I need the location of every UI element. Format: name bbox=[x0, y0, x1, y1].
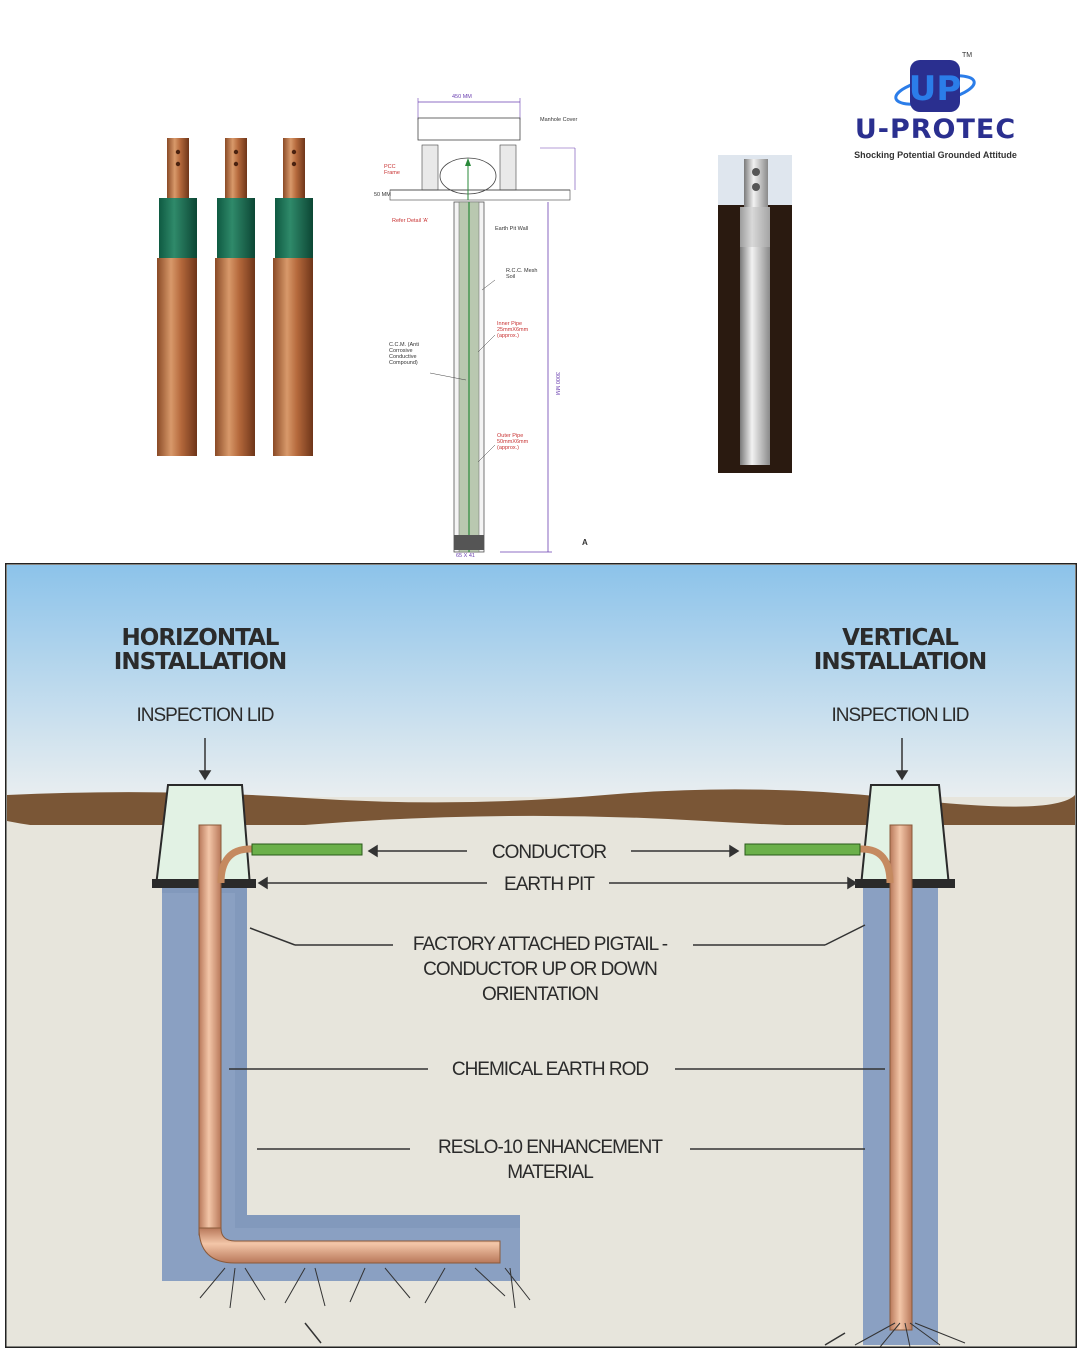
horizontal-title-2: INSTALLATION bbox=[113, 649, 287, 675]
ground-dim-label: 50 MM bbox=[374, 192, 391, 198]
earth-pit-technical-drawing bbox=[389, 98, 576, 553]
horizontal-title-1: HORIZONTAL bbox=[121, 625, 280, 651]
chemical-earth-rod-label: CHEMICAL EARTH ROD bbox=[451, 1059, 649, 1080]
pigtail-label-line-2: CONDUCTOR UP OR DOWN bbox=[423, 959, 658, 980]
pigtail-label-line-3: ORIENTATION bbox=[481, 984, 599, 1005]
copper-rod-2 bbox=[215, 138, 255, 456]
up-logo-mark-icon: UP bbox=[894, 60, 976, 112]
u-protec-logo: UP TM U-PROTEC Shocking Potential Ground… bbox=[828, 52, 1043, 167]
earth-pit-label: EARTH PIT bbox=[504, 874, 595, 895]
inner-pipe-label: Inner Pipe 25mmX6mm (approx.) bbox=[497, 321, 529, 339]
copper-rods-photo bbox=[157, 138, 313, 456]
pigtail-label-line-1: FACTORY ATTACHED PIGTAIL - bbox=[412, 934, 668, 955]
inspection-lid-left-label: INSPECTION LID bbox=[136, 705, 275, 726]
brand-tagline: Shocking Potential Grounded Attitude bbox=[854, 150, 1017, 160]
copper-rod-3 bbox=[273, 138, 313, 456]
inspection-lid-right-label: INSPECTION LID bbox=[831, 705, 970, 726]
copper-rod-1 bbox=[157, 138, 197, 456]
rod-in-ground-photo bbox=[718, 155, 792, 473]
svg-text:UP: UP bbox=[909, 69, 962, 109]
manhole-cover-label: Manhole Cover bbox=[540, 117, 578, 123]
refer-detail-label: Refer Detail 'A' bbox=[392, 218, 429, 224]
enhancement-material-label-2: MATERIAL bbox=[507, 1162, 594, 1183]
rcc-mesh-label: R.C.C. Mesh Soil bbox=[506, 268, 538, 280]
enhancement-material-label-1: RESLO-10 ENHANCEMENT bbox=[438, 1137, 663, 1158]
vertical-title-2: INSTALLATION bbox=[813, 649, 987, 675]
vertical-title-1: VERTICAL bbox=[842, 625, 959, 651]
outer-pipe-label: Outer Pipe 50mmX6mm (approx.) bbox=[497, 433, 529, 451]
trademark-label: TM bbox=[962, 52, 973, 59]
length-dim-label: 3000 MM bbox=[554, 372, 560, 395]
pcc-frame-label: PCC Frame bbox=[384, 164, 400, 176]
bottom-dim-label: 65 X 41 bbox=[456, 553, 475, 559]
earth-pit-wall-label: Earth Pit Wall bbox=[495, 226, 529, 232]
conductor-label: CONDUCTOR bbox=[491, 842, 607, 863]
installation-diagram-graphic bbox=[5, 563, 1077, 1348]
installation-diagram: HORIZONTAL INSTALLATION VERTICAL INSTALL… bbox=[5, 563, 1077, 1348]
brand-name: U-PROTEC bbox=[854, 114, 1017, 145]
dimension-top-label: 450 MM bbox=[452, 94, 472, 100]
compound-label: C.C.M. (Anti Corrosive Conductive Compou… bbox=[389, 342, 419, 366]
view-label: A bbox=[582, 538, 588, 547]
